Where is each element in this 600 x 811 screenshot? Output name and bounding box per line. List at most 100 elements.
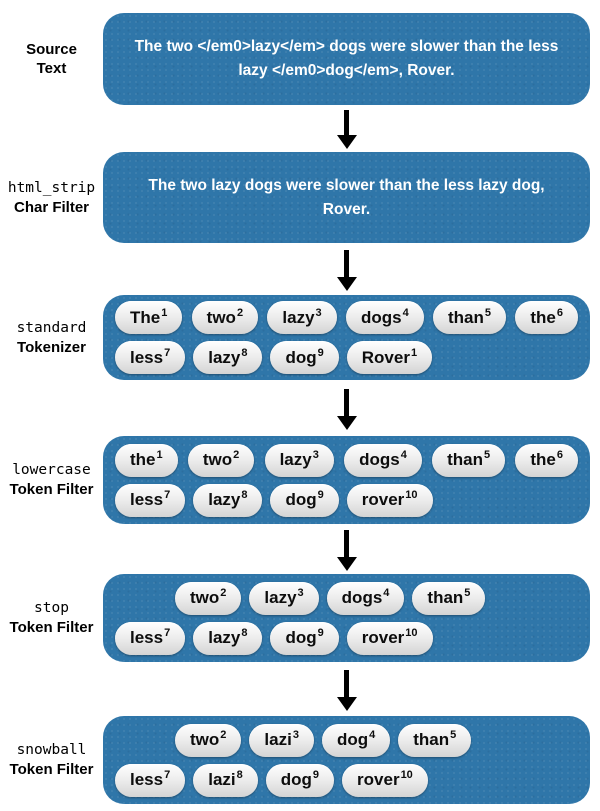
label-line-code: html_strip (7, 179, 96, 196)
stage-label-snowball: snowball Token Filter (0, 741, 103, 779)
down-arrow-shaft (344, 529, 349, 557)
token-text: dogs (341, 588, 383, 607)
token-text: lazy (264, 588, 297, 607)
token-text: lazy (282, 307, 315, 327)
token-text: rover (361, 490, 405, 509)
stage-label-stop: stop Token Filter (0, 599, 103, 637)
token-text: lazy (279, 450, 312, 469)
stage-label-source-text: Source Text (0, 40, 103, 78)
token-text: less (130, 628, 164, 647)
down-arrow-shaft (344, 110, 349, 135)
label-line-code: snowball (16, 742, 87, 758)
down-arrow-head (336, 135, 357, 149)
token-text: the (530, 450, 556, 469)
label-line: Token Filter (9, 481, 94, 498)
token-text: Rover (361, 347, 410, 367)
stage-label-lowercase: lowercase Token Filter (0, 461, 103, 499)
stage-label-html-strip: html_strip Char Filter (0, 179, 103, 217)
down-arrow (103, 662, 590, 716)
token-text: lazi (264, 730, 292, 749)
token-text: rover (357, 770, 400, 789)
token-text: two (202, 450, 233, 469)
token-text: lazy (208, 628, 241, 647)
stage-source-text: Source Text The two </em0>lazy</em> dogs… (0, 13, 590, 105)
down-arrow-shaft (344, 249, 349, 277)
stage-html-strip-char-filter: html_strip Char Filter The two lazy dogs… (0, 152, 590, 243)
token-text: dog (285, 628, 317, 647)
token-text: rover (361, 628, 405, 647)
token-text: than (427, 588, 464, 607)
token-text: dogs (359, 450, 400, 469)
token-text: than (448, 307, 484, 327)
token-text: lazy (208, 347, 241, 367)
token-text: two (190, 730, 220, 749)
source-text-line: The two </em0>lazy</em> dogs were slower… (134, 38, 559, 55)
token-text: dog (285, 490, 317, 509)
label-line-code: stop (34, 600, 69, 616)
token-text: than (447, 450, 483, 469)
down-arrow (103, 380, 590, 436)
down-arrow-head (336, 556, 357, 571)
down-arrow-head (336, 415, 357, 430)
token-text: two (190, 588, 220, 607)
label-line: Tokenizer (17, 338, 86, 356)
token-text: lazy (208, 490, 241, 509)
token-text: than (413, 730, 450, 749)
source-text-box: The two </em0>lazy</em> dogs were slower… (103, 13, 590, 105)
down-arrow-shaft (344, 669, 349, 697)
token-text: two (206, 307, 236, 327)
label-line: Char Filter (13, 198, 89, 216)
token-text: the (130, 450, 156, 469)
down-arrow-shaft (344, 388, 349, 416)
token-text: dog (336, 730, 369, 749)
token-text: dog (280, 770, 312, 789)
label-line: Source (26, 41, 77, 58)
filtered-text-line: The two lazy dogs were slower than the l… (148, 176, 545, 194)
token-text: The (130, 307, 161, 327)
filtered-text-line: Rover. (322, 200, 371, 218)
